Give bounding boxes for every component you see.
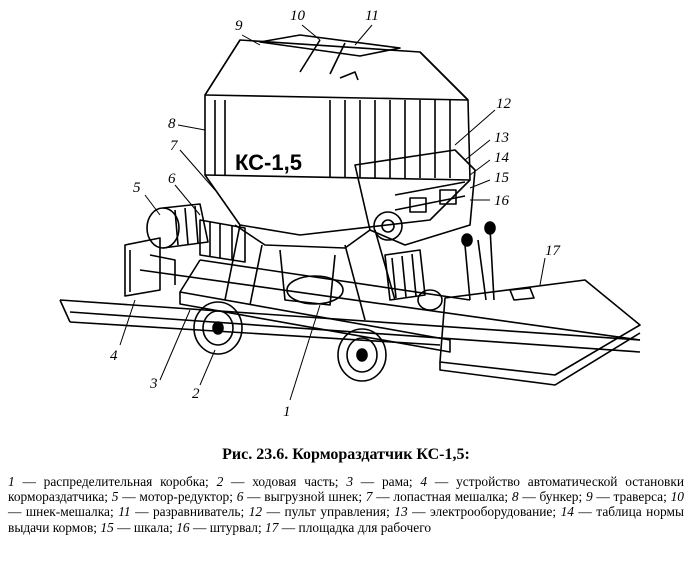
- control-panel: [354, 149, 476, 246]
- legend-item: 8 — бункер;: [512, 489, 586, 504]
- legend-item: 11 — разравниватель;: [118, 504, 249, 519]
- legend-item-number: 15: [100, 519, 114, 535]
- legend-item-text: — площадка для рабочего: [278, 519, 432, 535]
- callout-11: 11: [365, 8, 379, 24]
- legend-item-number: 16: [176, 519, 190, 535]
- callout-14: 14: [494, 150, 510, 166]
- legend-item-text: — рама;: [353, 474, 421, 489]
- legend-item-text: — шнек-мешалка;: [8, 504, 119, 520]
- callout-12: 12: [496, 96, 512, 112]
- legend-item: 4 — устройство автоматической остановки …: [8, 474, 684, 504]
- worker-platform: [439, 279, 641, 386]
- legend-item-number: 5: [111, 489, 119, 505]
- rail-track: [59, 269, 641, 353]
- legend-item-number: 7: [365, 489, 373, 505]
- legend-item: 14 — таблица нормы выдачи кормов;: [8, 504, 684, 534]
- callout-5: 5: [133, 180, 141, 196]
- legend-item: 3 — рама;: [346, 474, 420, 489]
- wheel-rear: [337, 328, 387, 382]
- legend-item-number: 1: [8, 474, 15, 489]
- legend-item: 9 — траверса;: [586, 489, 671, 504]
- legend-item: 7 — лопастная мешалка;: [366, 489, 512, 504]
- legend-item: 12 — пульт управления;: [249, 504, 395, 519]
- figure-legend: 1 — распределительная коробка; 2 — ходов…: [8, 474, 684, 535]
- legend-item-text: — распределительная коробка;: [14, 474, 217, 489]
- legend-item: 15 — шкала;: [100, 520, 176, 535]
- legend-item-number: 17: [265, 519, 279, 535]
- callout-numbers: 1 2 3 4 5 6 7 8 9 10 11 12 13 14 15 16 1…: [110, 8, 562, 420]
- legend-item-number: 9: [585, 489, 593, 505]
- machine-illustration: КС-1,5 1 2 3 4 5 6 7 8 9 10 11 12 13 14 …: [59, 8, 641, 420]
- callout-17: 17: [545, 243, 562, 259]
- legend-item-number: 10: [670, 489, 684, 505]
- legend-item-number: 13: [394, 504, 408, 520]
- legend-item-text: — устройство автоматической остановки ко…: [8, 474, 685, 505]
- callout-15: 15: [494, 170, 510, 186]
- legend-item: 5 — мотор-редуктор;: [112, 489, 237, 504]
- legend-item: 6 — выгрузной шнек;: [237, 489, 366, 504]
- legend-item-text: — мотор-редуктор;: [118, 489, 237, 505]
- callout-4: 4: [110, 348, 118, 364]
- steering-wheel: [461, 221, 496, 301]
- legend-item: 16 — штурвал;: [176, 520, 265, 535]
- legend-item: 2 — ходовая часть;: [217, 474, 347, 489]
- legend-item-number: 2: [216, 474, 224, 489]
- legend-item-number: 3: [346, 474, 354, 489]
- motor-reducer: [146, 203, 209, 249]
- callout-9: 9: [235, 18, 243, 34]
- callout-2: 2: [192, 386, 200, 402]
- callout-1: 1: [283, 404, 291, 420]
- callout-10: 10: [290, 8, 306, 24]
- legend-item-number: 4: [420, 474, 428, 489]
- wheel-front: [193, 301, 243, 355]
- callout-16: 16: [494, 193, 510, 209]
- legend-item-text: — штурвал;: [189, 519, 266, 535]
- legend-item-text: — электрооборудование;: [407, 504, 561, 520]
- legend-item-number: 8: [511, 489, 519, 505]
- unloading-auger: [199, 219, 246, 263]
- legend-item-text: — ходовая часть;: [223, 474, 347, 489]
- hopper-cone: [224, 224, 396, 321]
- legend-item-text: — разравниватель;: [130, 504, 249, 520]
- callout-leaders: [119, 24, 546, 401]
- legend-item-text: — выгрузной шнек;: [243, 489, 366, 505]
- legend-item: 13 — электрооборудование;: [394, 504, 560, 519]
- machine-model-label: КС-1,5: [235, 150, 302, 175]
- figure-caption-title: Рис. 23.6. Кормораздатчик КС-1,5:: [222, 446, 470, 463]
- rear-motor: [384, 249, 443, 311]
- legend-item-number: 12: [248, 504, 263, 520]
- legend-item-number: 6: [236, 489, 244, 505]
- legend-item-text: — таблица нормы выдачи кормов;: [8, 504, 685, 535]
- legend-item-text: — траверса;: [592, 489, 671, 505]
- hopper: [204, 34, 471, 236]
- legend-item: 1 — распределительная коробка;: [8, 474, 217, 489]
- legend-item-text: — бункер;: [518, 489, 586, 505]
- legend-item-number: 14: [560, 504, 574, 520]
- legend-item-text: — пульт управления;: [262, 504, 395, 520]
- callout-8: 8: [168, 116, 176, 132]
- auto-stop-device: [124, 237, 176, 297]
- callout-6: 6: [168, 171, 176, 187]
- legend-item: 10 — шнек-мешалка;: [8, 489, 684, 519]
- legend-item-text: — лопастная мешалка;: [372, 489, 512, 505]
- callout-7: 7: [170, 138, 179, 154]
- legend-item: 17 — площадка для рабочего: [265, 520, 431, 535]
- legend-item-number: 11: [118, 504, 131, 520]
- legend-item-text: — шкала;: [113, 519, 177, 535]
- callout-3: 3: [149, 376, 158, 392]
- callout-13: 13: [494, 130, 509, 146]
